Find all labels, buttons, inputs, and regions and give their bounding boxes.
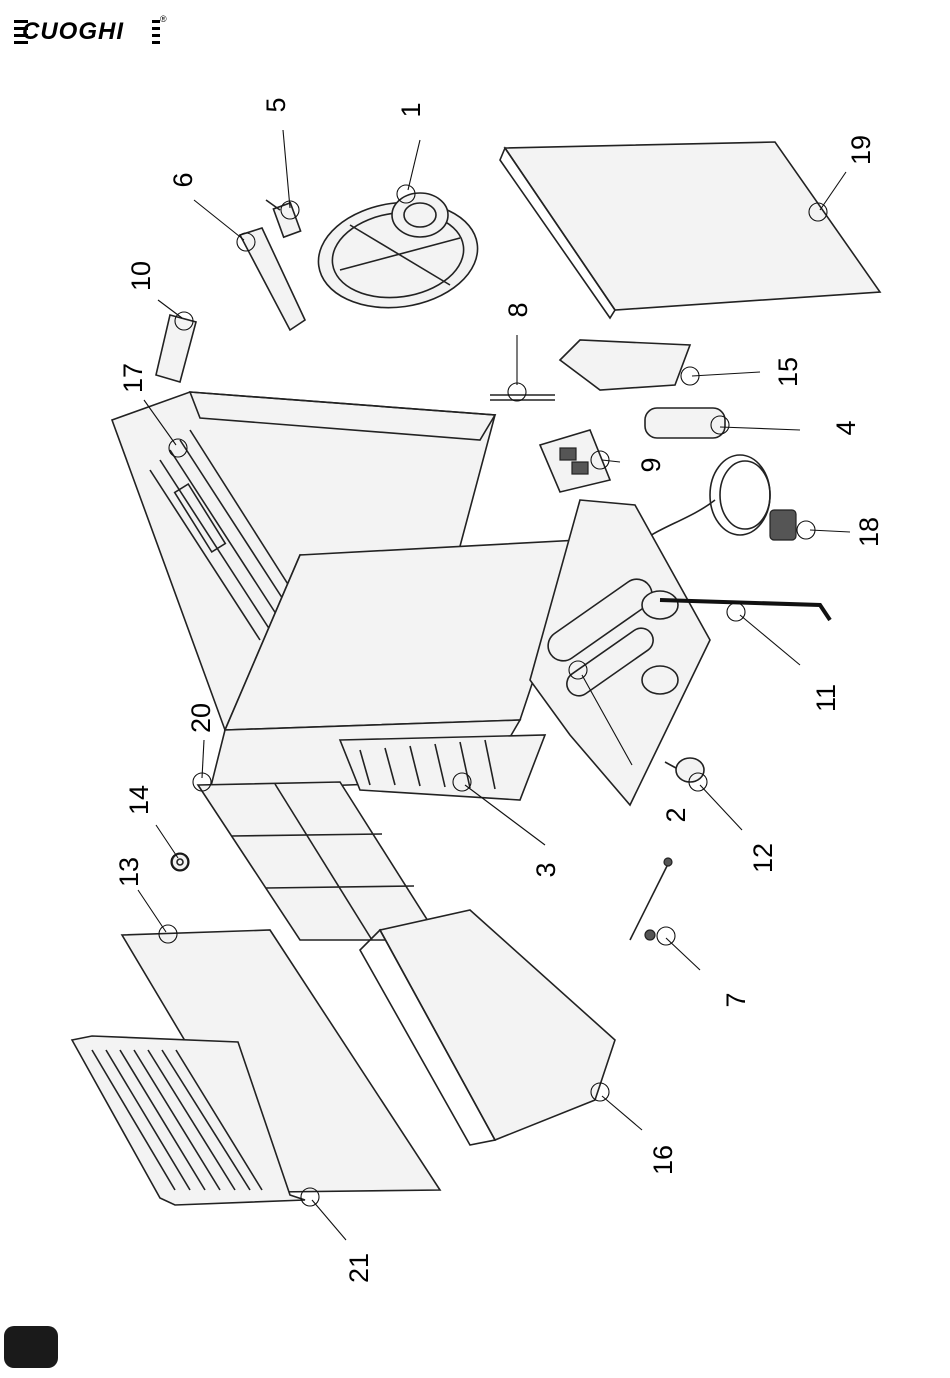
callout-14: 14: [124, 785, 154, 815]
callout-18: 18: [854, 517, 884, 547]
part-filter-frame: [198, 782, 440, 940]
part-electronic-board: [540, 430, 610, 492]
part-screw: [172, 854, 188, 870]
callout-13: 13: [114, 857, 144, 887]
callout-21: 21: [344, 1253, 374, 1283]
part-sensor: [266, 200, 301, 237]
callout-12: 12: [748, 843, 778, 873]
callout-3: 3: [531, 862, 561, 877]
part-evaporator: [340, 735, 545, 800]
callout-6: 6: [168, 172, 198, 187]
callout-4: 4: [831, 420, 861, 435]
part-float-valve: [665, 758, 704, 782]
callout-10: 10: [126, 261, 156, 291]
part-bracket: [240, 228, 305, 330]
part-float-sensor: [630, 858, 672, 940]
callout-5: 5: [261, 97, 291, 112]
part-capacitor: [645, 408, 725, 438]
callout-1: 1: [396, 102, 426, 117]
callout-16: 16: [648, 1145, 678, 1175]
callout-7: 7: [721, 992, 751, 1007]
callout-19: 19: [846, 135, 876, 165]
callout-8: 8: [503, 302, 533, 317]
callout-20: 20: [186, 703, 216, 733]
callout-15: 15: [773, 357, 803, 387]
callout-17: 17: [118, 363, 148, 393]
callout-9: 9: [636, 457, 666, 472]
callout-11: 11: [811, 684, 841, 712]
part-water-tank: [360, 910, 615, 1145]
part-cover-plate: [560, 340, 690, 390]
page-number-tab: [4, 1326, 58, 1368]
part-fan: [312, 192, 485, 317]
part-side-panel: [500, 142, 880, 318]
callout-2: 2: [661, 807, 691, 822]
